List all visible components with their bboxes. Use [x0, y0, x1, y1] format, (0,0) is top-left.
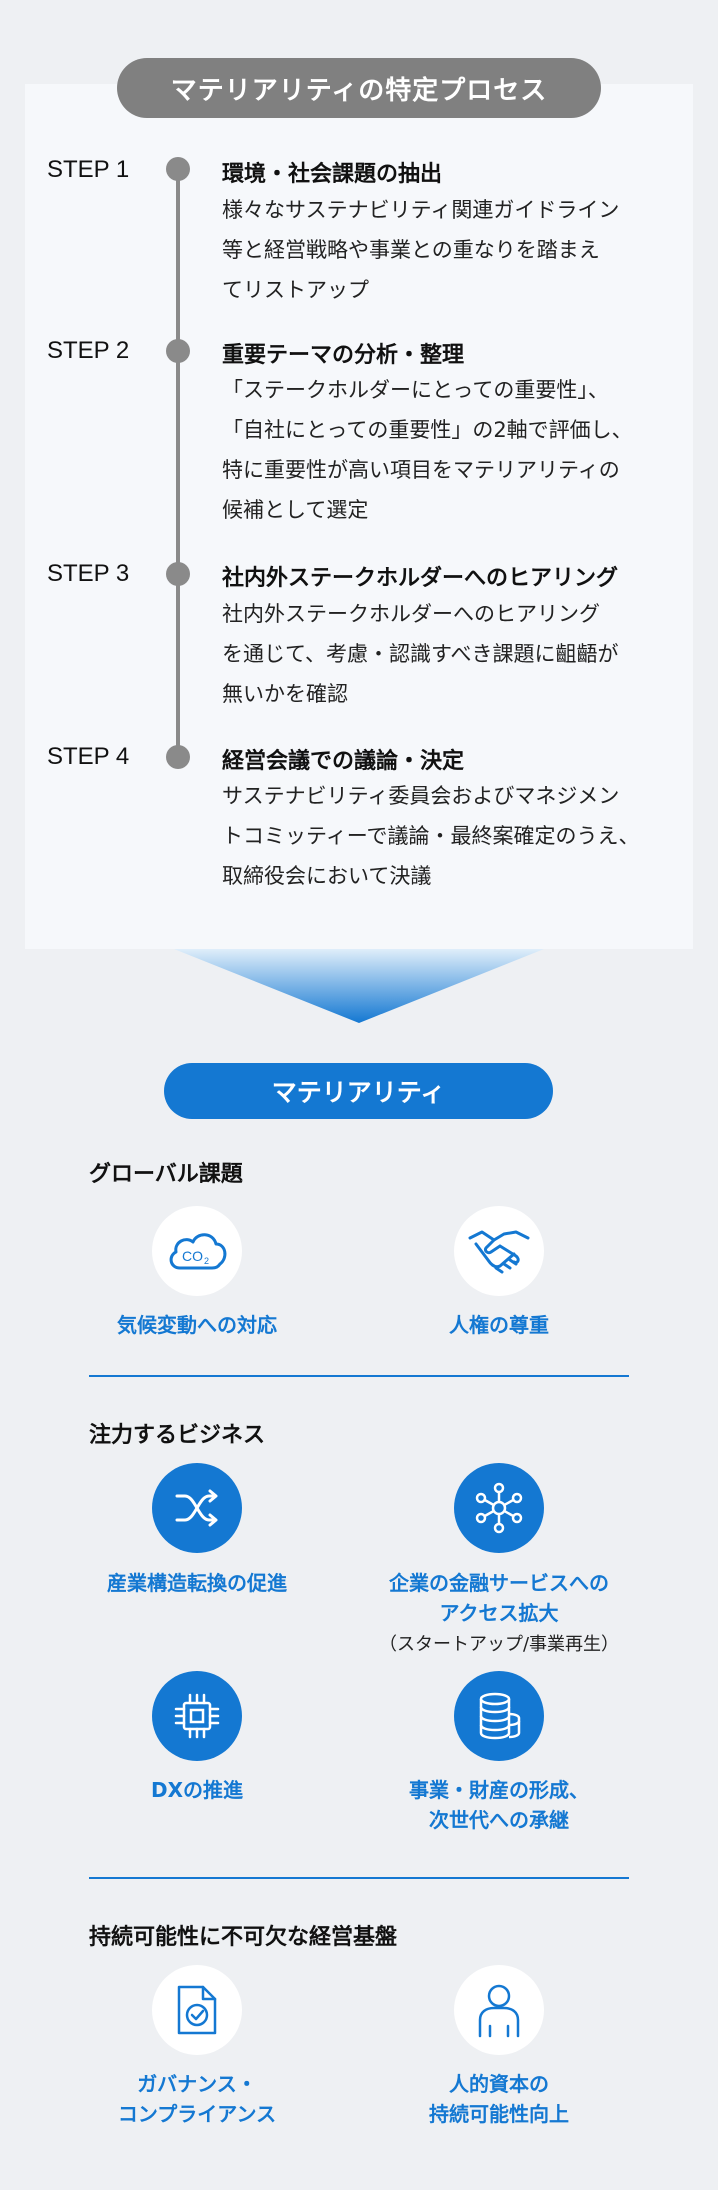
step-4-label: STEP 4: [47, 743, 130, 770]
item-industrial-transformation: 産業構造転換の促進: [107, 1571, 287, 1595]
step-3-description: 社内外ステークホルダーへのヒアリング を通じて、考慮・認識すべき課題に齟齬が 無…: [222, 602, 619, 706]
item-human-rights: 人権の尊重: [449, 1313, 549, 1337]
step-2-title: 重要テーマの分析・整理: [222, 343, 465, 368]
item-governance-compliance: ガバナンス・ コンプライアンス: [117, 2072, 277, 2126]
item-financial-access-note: （スタートアップ/事業再生）: [378, 1634, 620, 1655]
handshake-icon: [454, 1206, 544, 1296]
coin-stack-icon: [454, 1671, 544, 1761]
person-icon: [454, 1965, 544, 2055]
down-arrow-icon: [174, 949, 544, 1023]
shuffle-arrows-icon: [152, 1463, 242, 1553]
timeline-line: [176, 166, 180, 760]
materiality-title: マテリアリティ: [164, 1063, 553, 1119]
step-4-dot: [166, 745, 190, 769]
item-asset-formation: 事業・財産の形成、 次世代への承継: [409, 1778, 589, 1832]
section-heading-focus-business: 注力するビジネス: [89, 1423, 266, 1448]
step-1-title: 環境・社会課題の抽出: [222, 162, 443, 187]
co2-cloud-icon: CO 2: [152, 1206, 242, 1296]
step-1-label: STEP 1: [47, 156, 130, 183]
step-4-description: サステナビリティ委員会およびマネジメン トコミッティーで議論・最終案確定のうえ、…: [222, 784, 640, 888]
step-3-dot: [166, 562, 190, 586]
step-1-dot: [166, 157, 190, 181]
chip-icon: [152, 1671, 242, 1761]
process-panel: [25, 84, 693, 949]
item-human-capital: 人的資本の 持続可能性向上: [429, 2072, 569, 2126]
item-financial-access: 企業の金融サービスへの アクセス拡大: [389, 1571, 609, 1625]
item-dx-promotion: DXの推進: [150, 1778, 244, 1802]
section-heading-management-foundation: 持続可能性に不可欠な経営基盤: [89, 1925, 398, 1950]
step-2-dot: [166, 339, 190, 363]
step-2-description: 「ステークホルダーにとっての重要性」、 「自社にとっての重要性」の2軸で評価し、…: [222, 378, 633, 522]
step-3-label: STEP 3: [47, 560, 130, 587]
section-divider: [89, 1375, 629, 1377]
step-3-title: 社内外ステークホルダーへのヒアリング: [222, 566, 619, 591]
process-title: マテリアリティの特定プロセス: [117, 58, 601, 118]
section-divider: [89, 1877, 629, 1879]
section-heading-global: グローバル課題: [89, 1162, 243, 1187]
step-2-label: STEP 2: [47, 337, 130, 364]
item-climate-change: 気候変動への対応: [117, 1313, 277, 1337]
step-4-title: 経営会議での議論・決定: [222, 749, 465, 774]
svg-text:CO: CO: [182, 1248, 203, 1264]
document-check-icon: [152, 1965, 242, 2055]
network-nodes-icon: [454, 1463, 544, 1553]
step-1-description: 様々なサステナビリティ関連ガイドライン 等と経営戦略や事業との重なりを踏まえ て…: [222, 198, 620, 302]
svg-text:2: 2: [204, 1256, 209, 1266]
